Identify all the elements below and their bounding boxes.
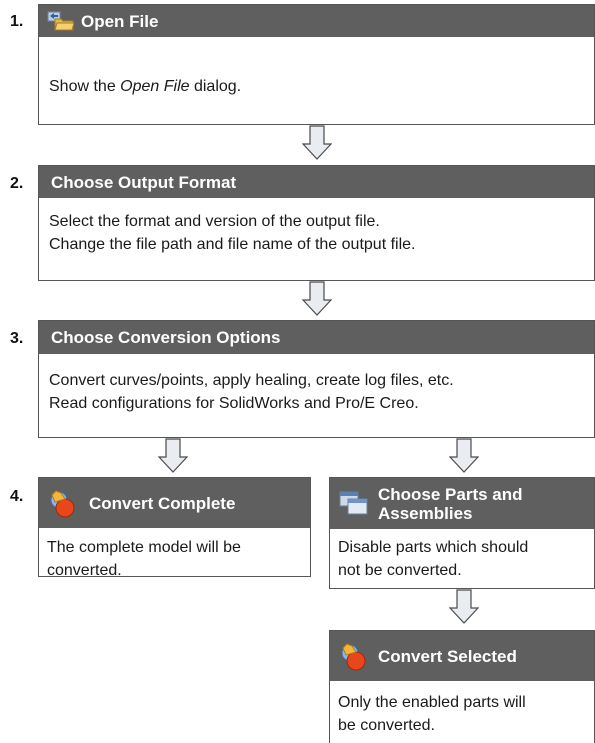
step-title: Choose Conversion Options — [51, 328, 281, 347]
description-line: Change the file path and file name of th… — [49, 236, 416, 253]
step-box-choose-parts-and-assemblies: Choose Parts and Assemblies Disable part… — [329, 477, 595, 589]
convert-shapes-icon — [47, 489, 79, 524]
step-description: Convert curves/points, apply healing, cr… — [49, 369, 588, 415]
description-line: be converted. — [338, 717, 435, 734]
description-line: converted. — [47, 562, 122, 579]
step-title: Convert Complete — [89, 493, 236, 513]
step-header-convert-selected: Convert Selected — [330, 631, 594, 681]
step-box-choose-conversion-options: Choose Conversion Options Convert curves… — [38, 320, 595, 438]
description-line: Read configurations for SolidWorks and P… — [49, 395, 419, 412]
step-box-choose-output-format: Choose Output Format Select the format a… — [38, 165, 595, 281]
title-line: Choose Parts and — [378, 484, 523, 504]
step-header-convert-complete: Convert Complete — [39, 478, 310, 528]
title-line: Assemblies — [378, 503, 473, 523]
description-line: not be converted. — [338, 562, 462, 579]
description-line: Convert curves/points, apply healing, cr… — [49, 372, 454, 389]
step-title: Choose Output Format — [51, 172, 237, 192]
step-header-choose-parts-and-assemblies: Choose Parts and Assemblies — [330, 478, 594, 529]
step-description: Only the enabled parts will be converted… — [338, 691, 592, 737]
step-title: Open File — [81, 11, 159, 31]
windows-stack-icon — [339, 490, 369, 521]
description-line: Select the format and version of the out… — [49, 213, 380, 230]
step-header-choose-conversion-options: Choose Conversion Options — [39, 321, 594, 354]
step-description: Select the format and version of the out… — [49, 210, 588, 256]
step-description: The complete model will be converted. — [47, 536, 304, 582]
down-arrow-icon — [302, 281, 332, 316]
convert-shapes-icon — [338, 642, 370, 677]
step-box-convert-selected: Convert Selected Only the enabled parts … — [329, 630, 595, 743]
description-line: The complete model will be — [47, 539, 241, 556]
down-arrow-icon — [302, 125, 332, 160]
step-number-4: 4. — [10, 488, 24, 505]
step-header-choose-output-format: Choose Output Format — [39, 166, 594, 198]
open-folder-icon — [47, 11, 75, 36]
dialog-name: Open File — [120, 78, 190, 95]
down-arrow-icon — [449, 438, 479, 473]
step-number-2: 2. — [10, 175, 24, 192]
description-text: dialog. — [189, 78, 242, 95]
step-box-open-file: Open File Show the Open File dialog. — [38, 4, 595, 125]
down-arrow-icon — [158, 438, 188, 473]
step-description: Show the Open File dialog. — [49, 75, 588, 98]
step-box-convert-complete: Convert Complete The complete model will… — [38, 477, 311, 579]
step-title: Convert Selected — [378, 646, 517, 666]
step-title: Choose Parts and Assemblies — [378, 485, 523, 523]
description-line: Disable parts which should — [338, 539, 529, 556]
description-line: Only the enabled parts will — [338, 694, 526, 711]
description-text: Show the — [49, 78, 121, 95]
down-arrow-icon — [449, 589, 479, 624]
step-header-open-file: Open File — [39, 5, 594, 37]
step-number-1: 1. — [10, 13, 24, 30]
step-description: Disable parts which should not be conver… — [338, 536, 592, 582]
step-number-3: 3. — [10, 330, 24, 347]
